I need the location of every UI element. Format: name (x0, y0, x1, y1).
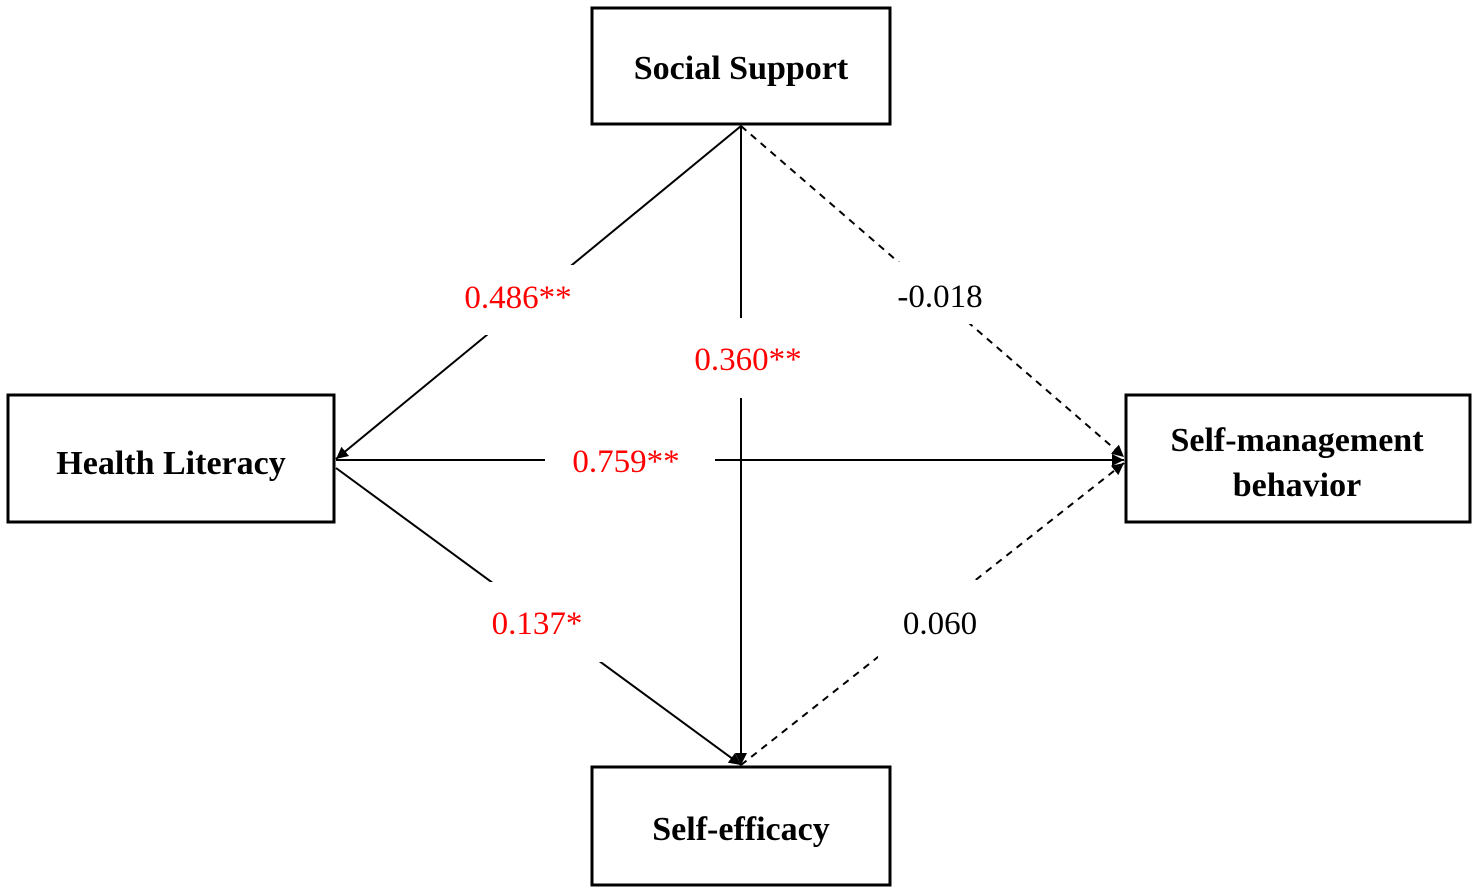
edge-label-se-sm: 0.060 (903, 606, 977, 642)
node-self-management-behavior: Self-management behavior (1124, 393, 1472, 524)
node-label-self-management-line1: Self-management (1170, 422, 1424, 459)
label-group-ss-sm: -0.018 (880, 262, 1000, 324)
edge-self-efficacy-to-self-management (740, 462, 1125, 766)
label-bg (452, 265, 584, 335)
node-label-social-support: Social Support (634, 50, 849, 87)
edge-label-ss-sm: -0.018 (897, 279, 982, 315)
edge-label-ss-hl: 0.486** (464, 280, 571, 316)
node-label-self-efficacy: Self-efficacy (652, 811, 829, 848)
edge-label-hl-se: 0.137* (492, 606, 583, 642)
node-box (590, 765, 892, 887)
node-label-health-literacy: Health Literacy (56, 445, 285, 482)
node-social-support: Social Support (590, 6, 892, 126)
label-group-ss-hl: 0.486** (452, 265, 584, 335)
node-box (590, 6, 892, 126)
label-group-se-sm: 0.060 (878, 580, 1002, 660)
label-group-ss-se: 0.360** (682, 318, 814, 398)
edge-label-ss-se: 0.360** (694, 342, 801, 378)
edge-labels: 0.486** 0.360** -0.018 0.759** 0.137* 0.… (452, 262, 1002, 662)
label-group-hl-sm: 0.759** (545, 440, 715, 482)
label-bg (545, 440, 715, 482)
label-bg (880, 262, 1000, 324)
label-group-hl-se: 0.137* (470, 582, 604, 662)
edge-label-hl-sm: 0.759** (572, 444, 679, 480)
node-label-self-management-line2: behavior (1233, 467, 1361, 504)
label-bg (878, 580, 1002, 660)
node-self-efficacy: Self-efficacy (590, 765, 892, 887)
node-box (6, 393, 336, 524)
node-box (1124, 393, 1472, 524)
label-bg (470, 582, 604, 662)
label-bg (682, 318, 814, 398)
node-health-literacy: Health Literacy (6, 393, 336, 524)
edges (335, 125, 1125, 766)
